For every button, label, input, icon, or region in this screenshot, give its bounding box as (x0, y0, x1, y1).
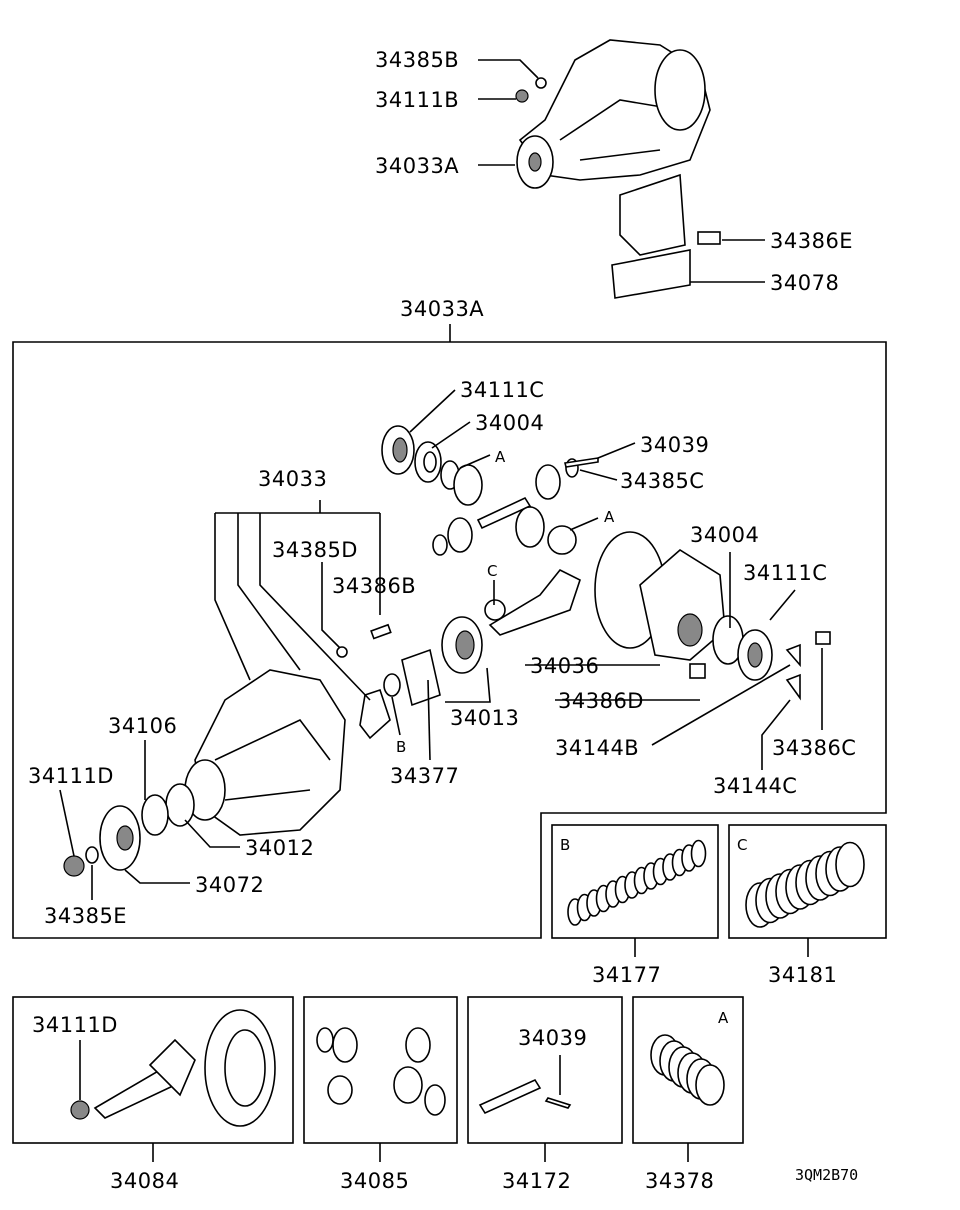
label-34078: 34078 (770, 271, 839, 295)
label-34172: 34172 (502, 1169, 571, 1193)
leader-lines-main (59, 389, 823, 900)
label-34111C: 34111C (743, 561, 827, 585)
shim-ring (690, 839, 707, 868)
label-34144C: 34144C (713, 774, 797, 798)
label-34106: 34106 (108, 714, 177, 738)
label-34111C: 34111C (460, 378, 544, 402)
label-34378: 34378 (645, 1169, 714, 1193)
ref-b: B (396, 738, 407, 756)
label-34039: 34039 (518, 1026, 587, 1050)
label-34036: 34036 (530, 654, 599, 678)
ref-b: B (560, 836, 571, 854)
kit-34378: A 34378 (632, 996, 744, 1193)
label-34377: 34377 (390, 764, 459, 788)
kit-34172: 34039 34172 (467, 996, 623, 1193)
part-labels: 34385B 34111B 34033A 34386E 34078 34033A… (28, 48, 856, 928)
label-34004: 34004 (475, 411, 544, 435)
label-34386B: 34386B (332, 574, 416, 598)
label-34072: 34072 (195, 873, 264, 897)
thrust-washer (695, 1064, 725, 1106)
kit-34085: 34085 (303, 996, 458, 1193)
label-34085: 34085 (340, 1169, 409, 1193)
label-34385C: 34385C (620, 469, 704, 493)
label-34144B: 34144B (555, 736, 639, 760)
ref-a: A (604, 508, 615, 526)
label-34004: 34004 (690, 523, 759, 547)
label-34385D: 34385D (272, 538, 358, 562)
label-34386D: 34386D (558, 689, 644, 713)
label-34386E: 34386E (770, 229, 853, 253)
label-34177: 34177 (592, 963, 661, 987)
label-34386C: 34386C (772, 736, 856, 760)
diagram-code: 3QM2B70 (795, 1166, 858, 1184)
label-34084: 34084 (110, 1169, 179, 1193)
label-34039: 34039 (640, 433, 709, 457)
label-34033: 34033 (258, 467, 327, 491)
ref-a: A (718, 1009, 729, 1027)
label-34181: 34181 (768, 963, 837, 987)
ref-c: C (487, 562, 498, 580)
label-34013: 34013 (450, 706, 519, 730)
kit-34084: 34111D 34084 (12, 996, 294, 1193)
leader-lines-top (449, 59, 765, 342)
label-34111D: 34111D (32, 1013, 118, 1037)
ref-c: C (737, 836, 748, 854)
label-34111B: 34111B (375, 88, 459, 112)
label-34033A: 34033A (375, 154, 459, 178)
label-34111D: 34111D (28, 764, 114, 788)
kit-34177: B 34177 (551, 824, 719, 987)
shim-ring (835, 841, 865, 888)
mount-bracket (515, 77, 721, 299)
label-34385B: 34385B (375, 48, 459, 72)
label-34385E: 34385E (44, 904, 127, 928)
internal-parts (63, 425, 831, 877)
label-34012: 34012 (245, 836, 314, 860)
kit-34181: C 34181 (728, 824, 887, 987)
ref-a: A (495, 448, 506, 466)
differential-carrier-assembly (516, 39, 711, 189)
label-34033A-box: 34033A (400, 297, 484, 321)
assembly-box (12, 341, 887, 939)
